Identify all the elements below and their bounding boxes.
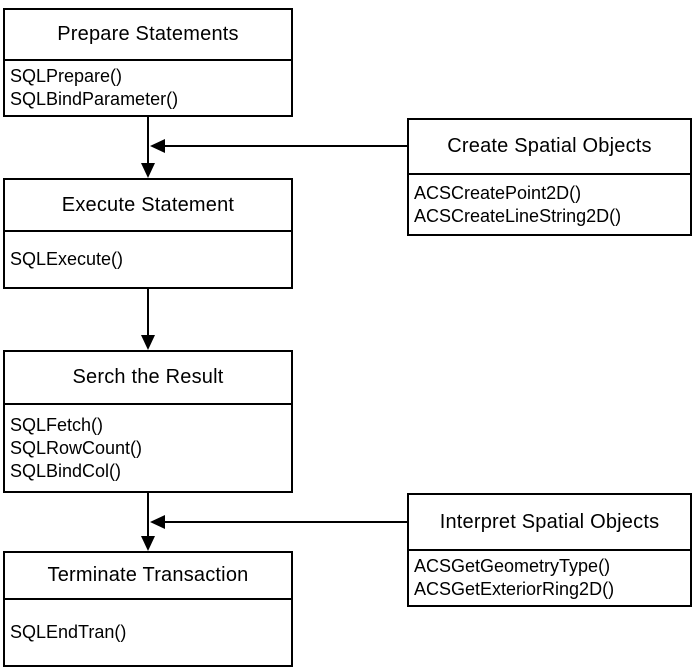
terminate-transaction-title: Terminate Transaction bbox=[5, 553, 291, 600]
arrow-prepare-to-execute bbox=[147, 117, 149, 163]
arrowhead-left-icon bbox=[150, 139, 165, 153]
create-spatial-objects-title: Create Spatial Objects bbox=[409, 120, 690, 175]
execute-statement-title: Execute Statement bbox=[5, 180, 291, 232]
create-spatial-objects-box: Create Spatial Objects ACSCreatePoint2D(… bbox=[407, 118, 692, 236]
arrowhead-down-icon bbox=[141, 335, 155, 350]
arrow-interpret-spatial-to-flow bbox=[164, 521, 407, 523]
prepare-statements-title: Prepare Statements bbox=[5, 10, 291, 61]
prepare-statements-box: Prepare Statements SQLPrepare() SQLBindP… bbox=[3, 8, 293, 117]
prepare-statements-functions: SQLPrepare() SQLBindParameter() bbox=[5, 61, 291, 115]
function-label: SQLFetch() bbox=[10, 414, 104, 435]
function-label: ACSGetGeometryType() bbox=[414, 556, 611, 576]
interpret-spatial-objects-box: Interpret Spatial Objects ACSGetGeometry… bbox=[407, 493, 692, 607]
function-label: SQLPrepare() bbox=[10, 66, 123, 86]
terminate-transaction-functions: SQLEndTran() bbox=[5, 600, 291, 665]
search-result-title: Serch the Result bbox=[5, 352, 291, 405]
function-label: SQLExecute() bbox=[10, 249, 124, 269]
arrowhead-down-icon bbox=[141, 536, 155, 551]
function-label: SQLRowCount() bbox=[10, 437, 143, 458]
function-label: SQLBindParameter() bbox=[10, 89, 179, 109]
function-label: ACSGetExteriorRing2D() bbox=[414, 579, 615, 599]
arrow-execute-to-search bbox=[147, 289, 149, 335]
arrowhead-down-icon bbox=[141, 163, 155, 178]
function-label: SQLEndTran() bbox=[10, 622, 127, 642]
terminate-transaction-box: Terminate Transaction SQLEndTran() bbox=[3, 551, 293, 667]
execute-statement-functions: SQLExecute() bbox=[5, 232, 291, 287]
search-result-box: Serch the Result SQLFetch() SQLRowCount(… bbox=[3, 350, 293, 493]
create-spatial-objects-functions: ACSCreatePoint2D() ACSCreateLineString2D… bbox=[409, 175, 690, 234]
function-label: SQLBindCol() bbox=[10, 460, 122, 481]
function-label: ACSCreateLineString2D() bbox=[414, 205, 622, 226]
function-label: ACSCreatePoint2D() bbox=[414, 182, 582, 203]
arrow-create-spatial-to-flow bbox=[164, 145, 407, 147]
arrowhead-left-icon bbox=[150, 515, 165, 529]
arrow-search-to-terminate bbox=[147, 493, 149, 536]
interpret-spatial-objects-functions: ACSGetGeometryType() ACSGetExteriorRing2… bbox=[409, 551, 690, 605]
search-result-functions: SQLFetch() SQLRowCount() SQLBindCol() bbox=[5, 405, 291, 491]
interpret-spatial-objects-title: Interpret Spatial Objects bbox=[409, 495, 690, 551]
execute-statement-box: Execute Statement SQLExecute() bbox=[3, 178, 293, 289]
